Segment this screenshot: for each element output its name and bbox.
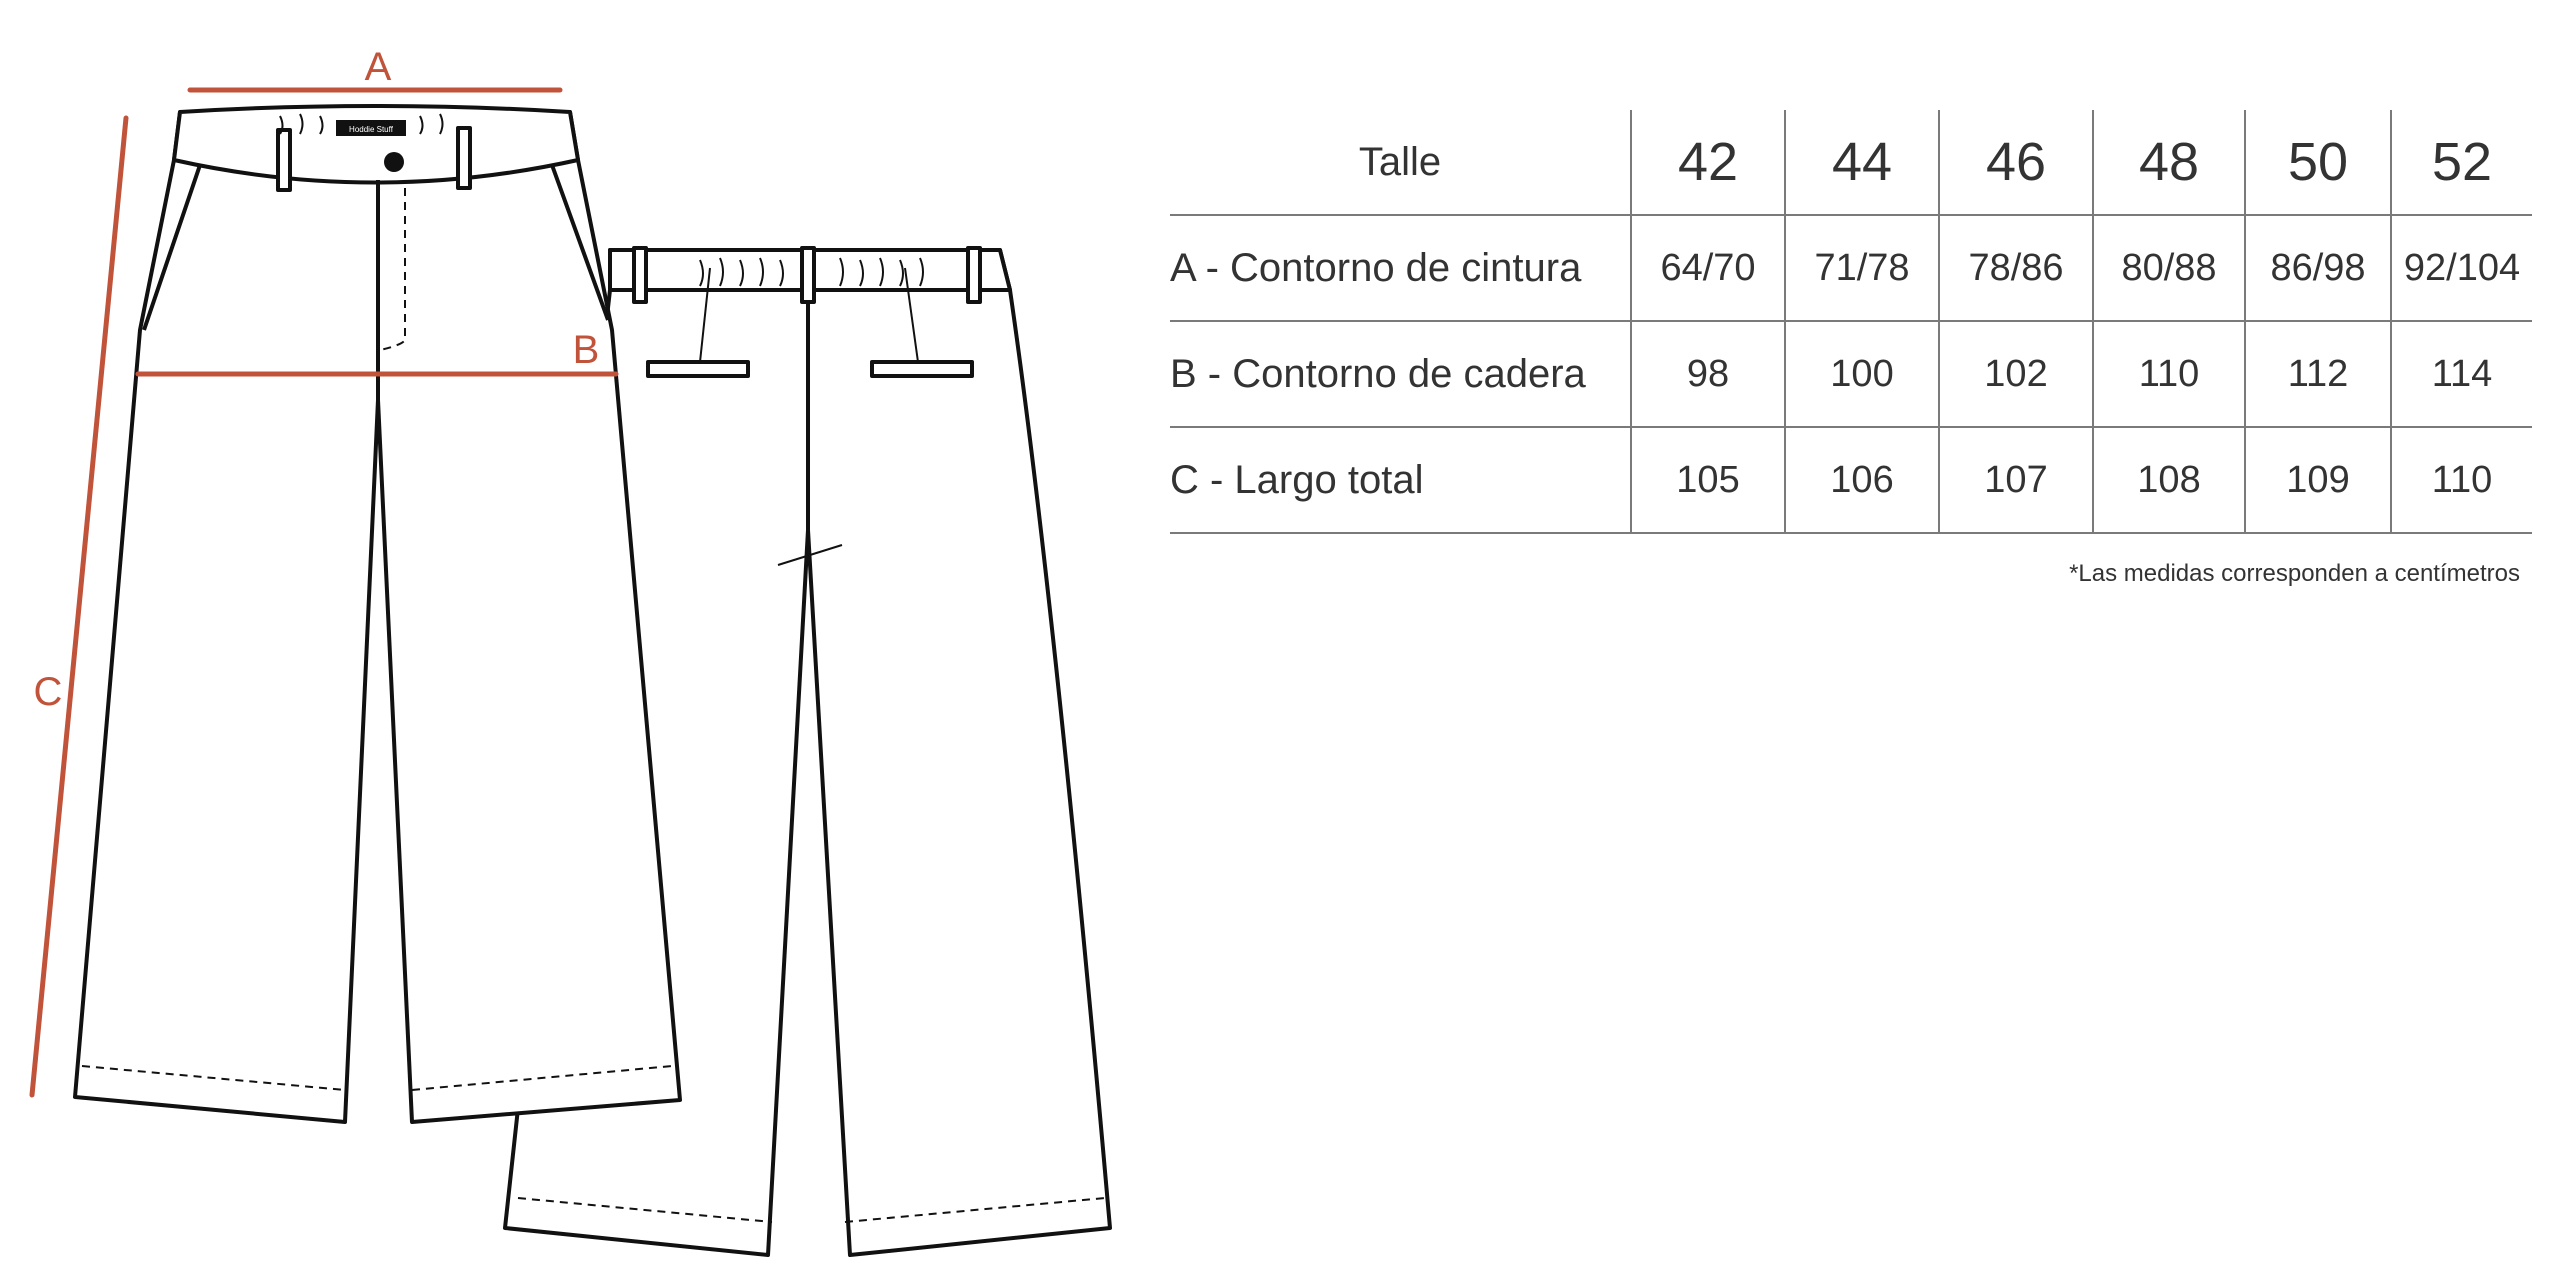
table-cell: 80/88 (2092, 215, 2245, 321)
label-b: B (573, 328, 600, 372)
table-cell: 110 (2092, 321, 2245, 427)
table-header-row: Talle 42 44 46 48 50 52 (1170, 110, 2532, 215)
header-size-48: 48 (2092, 110, 2245, 215)
table-cell: 86/98 (2244, 215, 2391, 321)
brand-tag: Hoddie Stuff (349, 125, 394, 134)
header-size-46: 46 (1938, 110, 2093, 215)
front-view-pants (73, 104, 682, 1124)
label-a: A (365, 45, 392, 89)
size-chart-table: Talle 42 44 46 48 50 52 A - Contorno de … (1170, 110, 2532, 534)
header-size-52: 52 (2390, 110, 2532, 215)
header-size-44: 44 (1784, 110, 1939, 215)
table-cell: 64/70 (1630, 215, 1785, 321)
table-row: A - Contorno de cintura 64/70 71/78 78/8… (1170, 215, 2532, 321)
table-cell: 108 (2092, 427, 2245, 533)
table-cell: 78/86 (1938, 215, 2093, 321)
length-measure-line (29, 115, 129, 1098)
header-size-42: 42 (1630, 110, 1785, 215)
table-cell: 100 (1784, 321, 1939, 427)
table-cell: 92/104 (2390, 215, 2532, 321)
table-cell: 98 (1630, 321, 1785, 427)
header-talle: Talle (1358, 139, 1442, 184)
label-c: C (34, 670, 63, 714)
table-row: C - Largo total 105 106 107 108 109 110 (1170, 427, 2532, 533)
table-cell: 114 (2390, 321, 2532, 427)
table-cell: 110 (2390, 427, 2532, 533)
table-cell: 107 (1938, 427, 2093, 533)
pants-diagram: Hoddie Stuff A B C (29, 45, 1112, 1257)
table-cell: 106 (1784, 427, 1939, 533)
row-label-hip: B - Contorno de cadera (1170, 351, 1586, 396)
table-row: B - Contorno de cadera 98 100 102 110 11… (1170, 321, 2532, 427)
measurement-lines (29, 87, 619, 1098)
table-cell: 112 (2244, 321, 2391, 427)
row-label-length: C - Largo total (1170, 457, 1424, 502)
table-cell: 109 (2244, 427, 2391, 533)
table-cell: 102 (1938, 321, 2093, 427)
row-label-waist: A - Contorno de cintura (1170, 245, 1582, 290)
table-cell: 71/78 (1784, 215, 1939, 321)
units-note: *Las medidas corresponden a centímetros (2069, 560, 2520, 587)
header-size-50: 50 (2244, 110, 2391, 215)
table-cell: 105 (1630, 427, 1785, 533)
